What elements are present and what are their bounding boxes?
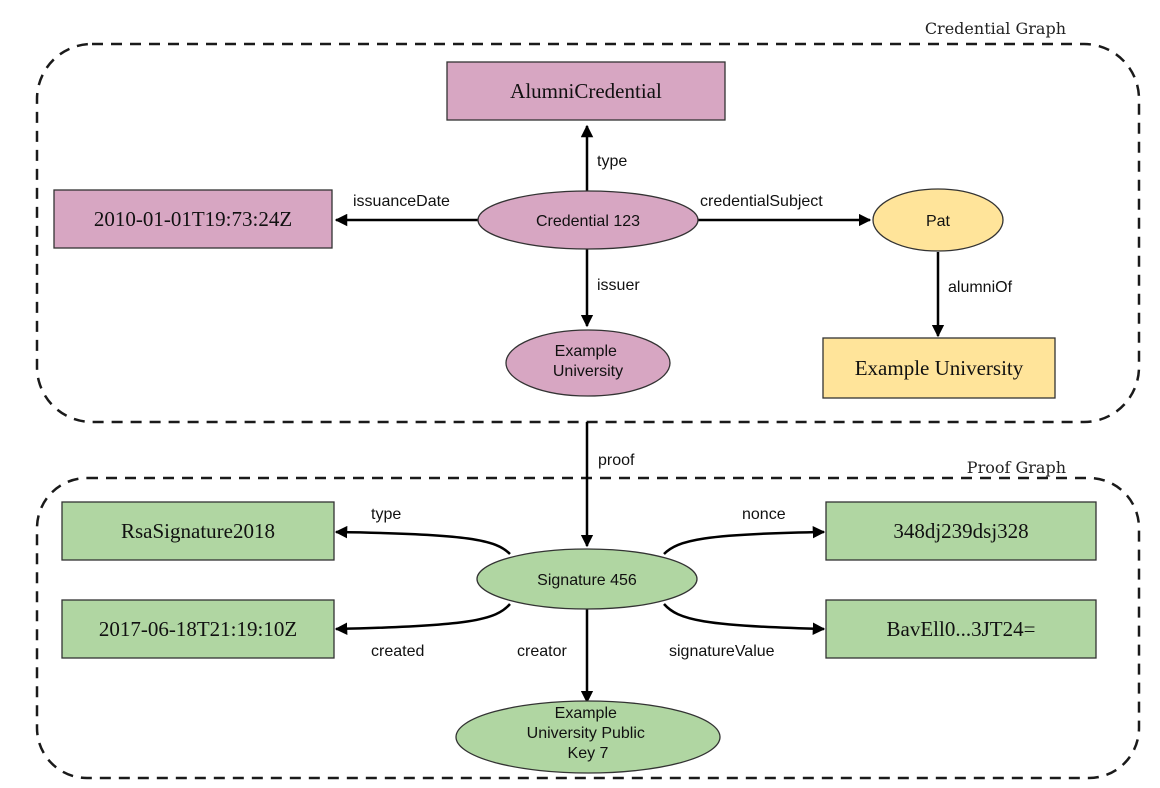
edge-signature-value — [663, 603, 826, 635]
node-signature-value — [825, 599, 1097, 659]
node-public-key-label: Example University Public Key 7 — [527, 705, 650, 762]
node-created-value — [61, 599, 335, 659]
edge-type-proof — [334, 525, 511, 555]
edge-label-nonce: nonce — [742, 506, 786, 523]
credential-graph-title: Credential Graph — [925, 19, 1066, 38]
edge-nonce — [663, 525, 826, 555]
edge-label-alumni-of: alumniOf — [948, 279, 1013, 296]
edge-created — [334, 603, 511, 635]
proof-graph-title: Proof Graph — [967, 458, 1066, 477]
edge-label-credential-subject: credentialSubject — [700, 193, 823, 210]
node-example-university-issuer-label: Example University — [553, 343, 623, 380]
node-credential-123-label: Credential 123 — [536, 213, 640, 230]
node-credential-123 — [477, 190, 699, 250]
edge-label-creator: creator — [517, 643, 567, 660]
node-issuance-date-value-label: 2010-01-01T19:73:24Z — [94, 207, 292, 231]
node-issuance-date-value — [53, 189, 333, 249]
node-example-university-issuer — [505, 329, 671, 397]
public-key-label-line-2: University Public — [527, 725, 645, 742]
node-example-university-value — [822, 337, 1056, 399]
edge-label-proof: proof — [598, 452, 635, 469]
node-alumni-credential — [446, 61, 726, 121]
node-pat — [872, 188, 1004, 252]
edge-label-type-credential: type — [597, 153, 627, 170]
node-alumni-credential-label: AlumniCredential — [510, 79, 662, 103]
node-example-university-value-label: Example University — [855, 356, 1024, 380]
node-nonce-value-label: 348dj239dsj328 — [893, 519, 1028, 543]
edge-label-signature-value: signatureValue — [669, 643, 775, 660]
edge-label-type-proof: type — [371, 506, 401, 523]
issuer-label-line-1: Example — [555, 343, 617, 360]
public-key-label-line-3: Key 7 — [568, 745, 609, 762]
node-nonce-value — [825, 501, 1097, 561]
node-signature-456-label: Signature 456 — [537, 572, 637, 589]
node-rsa-signature-label: RsaSignature2018 — [121, 519, 275, 543]
edge-label-issuer: issuer — [597, 277, 640, 294]
node-created-value-label: 2017-06-18T21:19:10Z — [99, 617, 297, 641]
issuer-label-line-2: University — [553, 363, 623, 380]
node-pat-label: Pat — [926, 213, 951, 230]
node-rsa-signature — [61, 501, 335, 561]
public-key-label-line-1: Example — [555, 705, 617, 722]
node-public-key — [455, 700, 721, 774]
edge-label-issuance-date: issuanceDate — [353, 193, 450, 210]
node-signature-456 — [476, 548, 698, 610]
edge-label-created: created — [371, 643, 424, 660]
node-signature-value-label: BavEll0...3JT24= — [887, 617, 1036, 641]
